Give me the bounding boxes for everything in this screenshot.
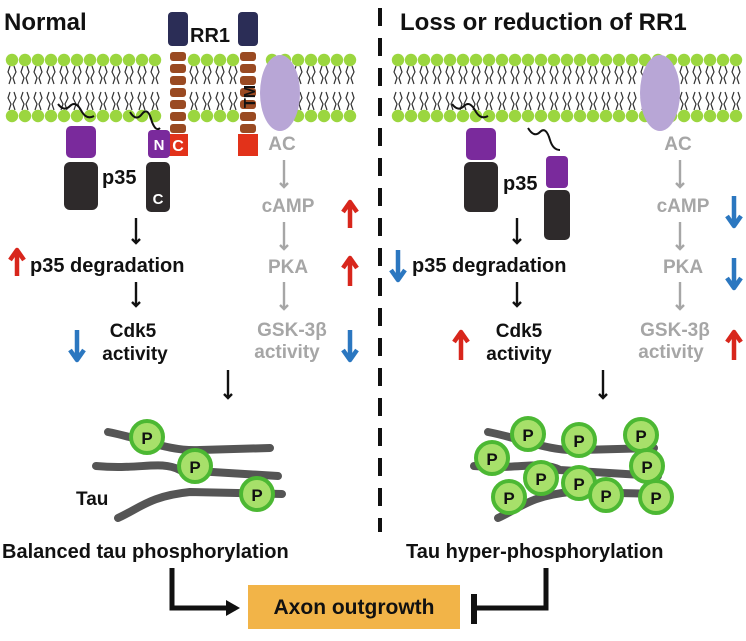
c-terminus-label: C xyxy=(172,138,184,155)
n-terminus-label: N xyxy=(154,137,165,154)
up-arrow-icon-p35deg-left xyxy=(8,247,26,276)
phospho-group-left-3: P xyxy=(239,476,275,512)
svg-text:P: P xyxy=(573,475,584,494)
p35-protein-right-2 xyxy=(527,127,570,240)
phospho-group-right-8: P xyxy=(491,479,527,515)
svg-text:P: P xyxy=(189,458,200,477)
phospho-group-right-10: P xyxy=(638,479,674,515)
down-arrow-icon-cdk5-left xyxy=(68,330,86,363)
up-arrow-icon-gsk-right xyxy=(725,329,743,360)
tau-label: Tau xyxy=(76,489,108,510)
c-terminus-label-p35: C xyxy=(153,191,164,208)
svg-text:P: P xyxy=(141,429,152,448)
down-arrow-icon-camp-right xyxy=(725,196,743,229)
svg-text:P: P xyxy=(535,470,546,489)
camp-label-right: cAMP xyxy=(657,196,710,217)
down-arrow-icon-gsk-left xyxy=(341,330,359,363)
left-outcome: Balanced tau phosphorylation xyxy=(2,541,289,563)
phospho-group-right-7: P xyxy=(629,448,665,484)
pka-label-left: PKA xyxy=(268,257,308,278)
adenylyl-cyclase-right xyxy=(640,55,680,131)
p35-label-left: p35 xyxy=(102,167,136,189)
camp-label-left: cAMP xyxy=(262,196,315,217)
gsk3b-label-right: GSK-3β xyxy=(640,320,710,341)
inhibit-arrow xyxy=(474,568,549,611)
phospho-group-left-1: P xyxy=(129,419,165,455)
p35-degradation-right: p35 degradation xyxy=(412,255,566,277)
p35-label-right: p35 xyxy=(503,173,537,195)
down-arrow-icon-p35deg-right xyxy=(389,250,407,283)
svg-text:P: P xyxy=(522,426,533,445)
svg-text:P: P xyxy=(251,486,262,505)
down-arrow-icon-pka-right xyxy=(725,258,743,291)
adenylyl-cyclase-left xyxy=(260,55,300,131)
cdk5-label-left: Cdk5 xyxy=(110,321,157,342)
p35-protein-right-1 xyxy=(451,103,498,212)
cdk5-activity-right: activity xyxy=(486,344,552,365)
axon-outgrowth-label: Axon outgrowth xyxy=(274,596,435,619)
gsk3b-activity-left: activity xyxy=(254,342,320,363)
p35-degradation-left: p35 degradation xyxy=(30,255,184,277)
cdk5-label-right: Cdk5 xyxy=(496,321,543,342)
svg-text:P: P xyxy=(641,458,652,477)
gsk3b-label-left: GSK-3β xyxy=(257,320,327,341)
up-arrow-icon-cdk5-right xyxy=(452,329,470,360)
svg-text:P: P xyxy=(573,432,584,451)
p35-protein-1 xyxy=(57,103,98,210)
phospho-group-right-5: P xyxy=(523,460,559,496)
svg-text:P: P xyxy=(635,427,646,446)
phospho-group-left-2: P xyxy=(177,448,213,484)
phospho-group-right-2: P xyxy=(561,422,597,458)
up-arrow-icon-camp-left xyxy=(341,199,359,228)
p35-protein-2: N C xyxy=(129,110,170,212)
membrane-right xyxy=(391,53,743,123)
axon-outgrowth-box xyxy=(248,585,460,629)
pka-label-right: PKA xyxy=(663,257,703,278)
phospho-group-right-1: P xyxy=(510,416,546,452)
svg-text:P: P xyxy=(503,489,514,508)
phospho-group-right-9: P xyxy=(588,477,624,513)
svg-text:P: P xyxy=(650,489,661,508)
phospho-group-right-4: P xyxy=(474,440,510,476)
rr1-receptor-1: C xyxy=(168,12,188,156)
cdk5-activity-left: activity xyxy=(102,344,168,365)
ac-label-right: AC xyxy=(664,134,692,155)
tm-label: TM xyxy=(242,85,259,108)
promote-arrow xyxy=(169,568,240,616)
up-arrow-icon-pka-left xyxy=(341,255,359,286)
rr1-receptor-2 xyxy=(238,12,258,156)
gsk3b-activity-right: activity xyxy=(638,342,704,363)
ac-label-left: AC xyxy=(268,134,296,155)
phospho-group-right-3: P xyxy=(623,417,659,453)
right-outcome: Tau hyper-phosphorylation xyxy=(406,541,663,563)
svg-text:P: P xyxy=(600,487,611,506)
svg-text:P: P xyxy=(486,450,497,469)
left-title: Normal xyxy=(4,9,87,36)
right-title: Loss or reduction of RR1 xyxy=(400,9,687,36)
rr1-label: RR1 xyxy=(190,25,230,47)
